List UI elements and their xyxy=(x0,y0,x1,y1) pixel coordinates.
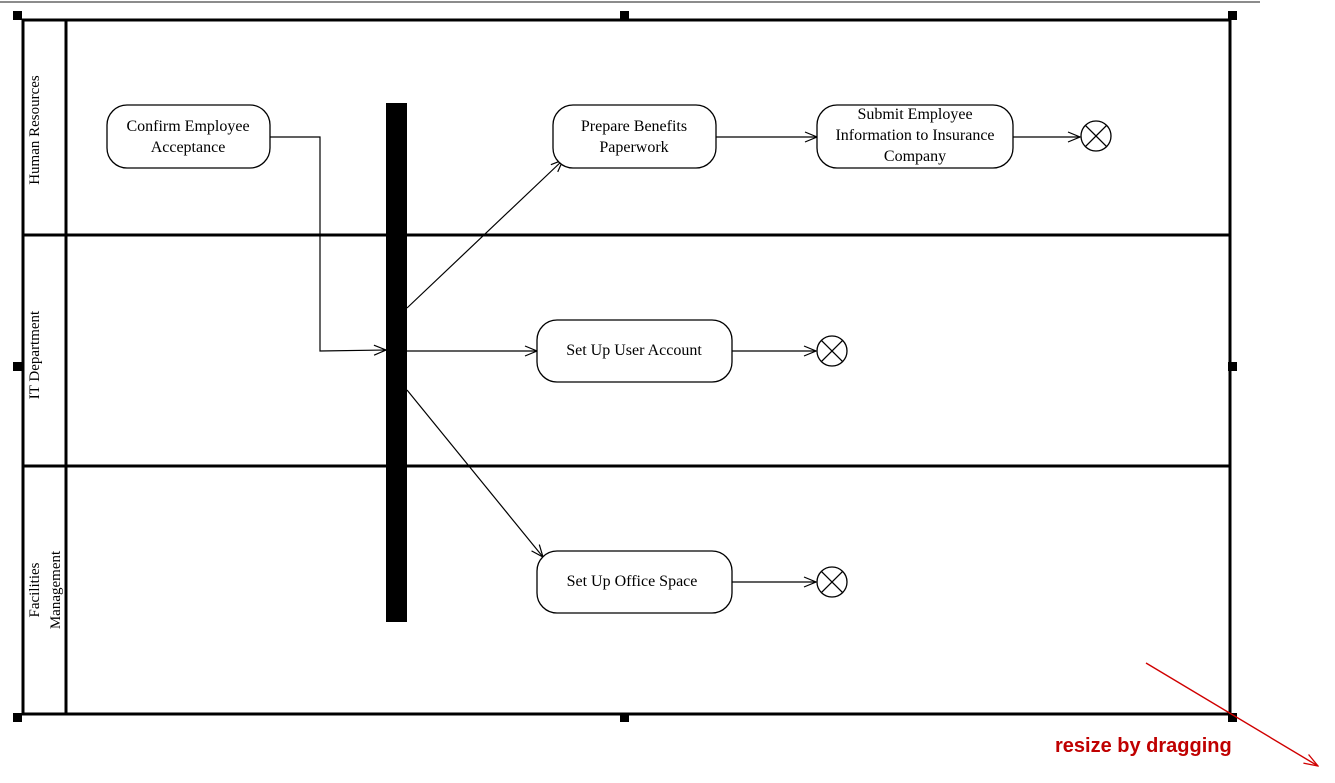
resize-handle-bottom-left[interactable] xyxy=(13,713,22,722)
resize-hint-arrow xyxy=(1145,662,1318,766)
flow-final-cross-b xyxy=(1084,124,1108,148)
activity-box xyxy=(106,104,271,169)
activity-box xyxy=(536,319,733,383)
activity-label-line-1: Prepare Benefits xyxy=(581,118,687,135)
flow-final-fm[interactable] xyxy=(816,566,848,598)
resize-handle-top-left[interactable] xyxy=(13,11,22,20)
flow-final-hr[interactable] xyxy=(1080,120,1112,152)
lane-it-department[interactable]: IT Department xyxy=(27,310,43,399)
resize-hint-text: resize by dragging xyxy=(1055,735,1232,757)
control-flows xyxy=(270,137,1080,582)
resize-handle-top-right[interactable] xyxy=(1228,11,1237,20)
resize-handle-middle-left[interactable] xyxy=(13,362,22,371)
activity-box xyxy=(816,104,1014,169)
lane-human-resources[interactable]: Human Resources xyxy=(27,75,43,185)
flow-final-it[interactable] xyxy=(816,335,848,367)
activity-confirm-employee-acceptance[interactable]: Confirm Employee Acceptance xyxy=(106,104,271,169)
flow-fork-to-benefits[interactable] xyxy=(406,160,563,309)
flow-fork-to-office-space[interactable] xyxy=(406,389,543,557)
activity-label-line-1: Submit Employee xyxy=(857,106,972,123)
activity-box xyxy=(536,550,733,614)
activity-set-up-office-space[interactable]: Set Up Office Space xyxy=(536,550,733,614)
activity-label-line-1: Confirm Employee xyxy=(126,118,249,135)
fork-bar[interactable] xyxy=(386,103,407,622)
activity-set-up-user-account[interactable]: Set Up User Account xyxy=(536,319,733,383)
flow-final-cross-b xyxy=(820,570,844,594)
resize-handle-top-center[interactable] xyxy=(620,11,629,20)
lane-label-facilities-line-1: Facilities xyxy=(27,562,43,617)
flow-final-cross-b xyxy=(820,339,844,363)
activity-label-line-2: Acceptance xyxy=(151,139,226,156)
activity-label: Set Up Office Space xyxy=(567,573,698,590)
activity-submit-employee-information[interactable]: Submit Employee Information to Insurance… xyxy=(816,104,1014,169)
resize-handle-middle-right[interactable] xyxy=(1228,362,1237,371)
lane-label-facilities-line-2: Management xyxy=(48,550,64,629)
flow-confirm-to-fork[interactable] xyxy=(270,136,386,351)
activity-prepare-benefits-paperwork[interactable]: Prepare Benefits Paperwork xyxy=(552,104,717,169)
activity-label-line-3: Company xyxy=(884,148,946,165)
lane-label-it-department: IT Department xyxy=(27,310,43,399)
lane-label-human-resources: Human Resources xyxy=(27,75,43,185)
resize-handle-bottom-right[interactable] xyxy=(1228,713,1237,722)
activity-box xyxy=(552,104,717,169)
activity-label: Set Up User Account xyxy=(566,342,702,359)
activity-label-line-2: Information to Insurance xyxy=(835,127,994,144)
lane-facilities-management[interactable]: Facilities Management xyxy=(27,550,64,629)
selection-handles[interactable] xyxy=(13,11,1237,722)
resize-handle-bottom-center[interactable] xyxy=(620,713,629,722)
activity-label-line-2: Paperwork xyxy=(599,139,668,156)
